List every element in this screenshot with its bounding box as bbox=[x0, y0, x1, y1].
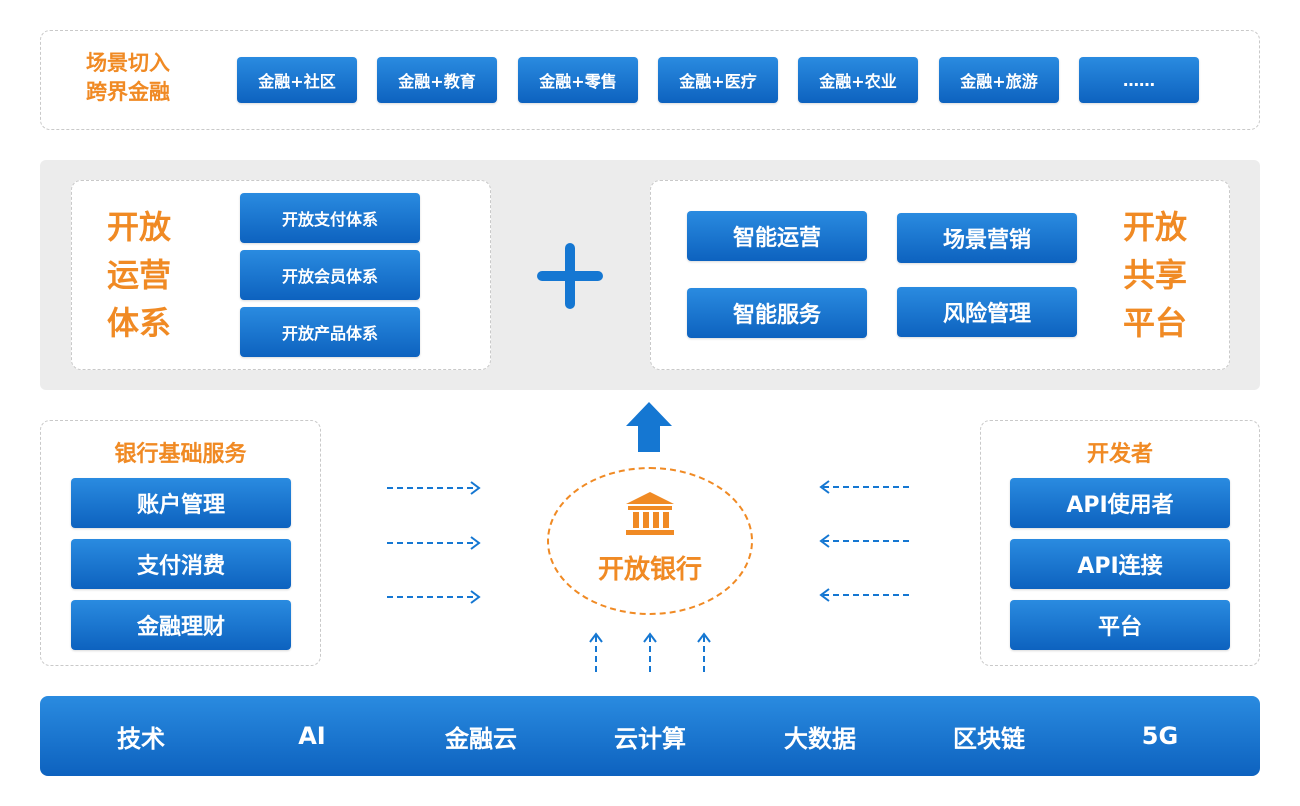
right-flow-arrows bbox=[819, 480, 913, 602]
scene-item-tourism[interactable]: 金融+旅游 bbox=[939, 57, 1059, 103]
open-bank-label: 开放银行 bbox=[597, 555, 702, 585]
developers-title: 开发者 bbox=[1086, 442, 1153, 467]
left-flow-arrows bbox=[387, 481, 481, 604]
open-ops-title: 开放 运营 体系 bbox=[96, 203, 182, 347]
scene-title-line-2: 跨界金融 bbox=[86, 80, 170, 104]
account-management[interactable]: 账户管理 bbox=[71, 478, 291, 528]
tech-item-big-data: 大数据 bbox=[784, 724, 856, 753]
plus-icon bbox=[537, 243, 603, 309]
scene-marketing[interactable]: 场景营销 bbox=[897, 213, 1077, 263]
open-member-system[interactable]: 开放会员体系 bbox=[240, 250, 420, 300]
risk-management[interactable]: 风险管理 bbox=[897, 287, 1077, 337]
scene-item-retail[interactable]: 金融+零售 bbox=[518, 57, 638, 103]
scene-item-education[interactable]: 金融+教育 bbox=[377, 57, 497, 103]
shared-platform-title-line-1: 开放 bbox=[1122, 208, 1187, 246]
scene-item-agriculture[interactable]: 金融+农业 bbox=[798, 57, 918, 103]
shared-platform-title-line-3: 平台 bbox=[1122, 304, 1187, 342]
open-payment-system[interactable]: 开放支付体系 bbox=[240, 193, 420, 243]
bottom-flow-arrows bbox=[589, 632, 711, 674]
bank-building-icon bbox=[626, 492, 674, 535]
tech-item-technology: 技术 bbox=[117, 724, 165, 753]
platform[interactable]: 平台 bbox=[1010, 600, 1230, 650]
tech-item-5g: 5G bbox=[1141, 722, 1179, 750]
tech-item-ai: AI bbox=[298, 722, 326, 750]
scene-item-more[interactable]: …… bbox=[1079, 57, 1199, 103]
scene-panel bbox=[40, 30, 1260, 130]
technology-bar bbox=[40, 696, 1260, 776]
wealth-management[interactable]: 金融理财 bbox=[71, 600, 291, 650]
open-bank-ellipse bbox=[547, 467, 753, 615]
smart-service[interactable]: 智能服务 bbox=[687, 288, 867, 338]
shared-platform-panel bbox=[650, 180, 1230, 370]
payment-consumption[interactable]: 支付消费 bbox=[71, 539, 291, 589]
scene-title: 场景切入 跨界金融 bbox=[60, 49, 196, 107]
open-ops-title-line-2: 运营 bbox=[106, 256, 171, 294]
shared-platform-title-line-2: 共享 bbox=[1122, 256, 1187, 294]
api-user[interactable]: API使用者 bbox=[1010, 478, 1230, 528]
scene-item-medical[interactable]: 金融+医疗 bbox=[658, 57, 778, 103]
api-connection[interactable]: API连接 bbox=[1010, 539, 1230, 589]
open-ops-title-line-1: 开放 bbox=[106, 208, 171, 246]
smart-operation[interactable]: 智能运营 bbox=[687, 211, 867, 261]
scene-title-line-1: 场景切入 bbox=[86, 51, 170, 75]
tech-item-cloud-computing: 云计算 bbox=[614, 724, 686, 753]
scene-item-community[interactable]: 金融+社区 bbox=[237, 57, 357, 103]
tech-item-financial-cloud: 金融云 bbox=[445, 724, 517, 753]
up-arrow-icon bbox=[626, 402, 672, 452]
shared-platform-title: 开放 共享 平台 bbox=[1112, 203, 1198, 347]
open-ops-title-line-3: 体系 bbox=[106, 304, 171, 342]
bank-services-title: 银行基础服务 bbox=[114, 442, 247, 467]
open-product-system[interactable]: 开放产品体系 bbox=[240, 307, 420, 357]
tech-item-blockchain: 区块链 bbox=[953, 724, 1025, 753]
